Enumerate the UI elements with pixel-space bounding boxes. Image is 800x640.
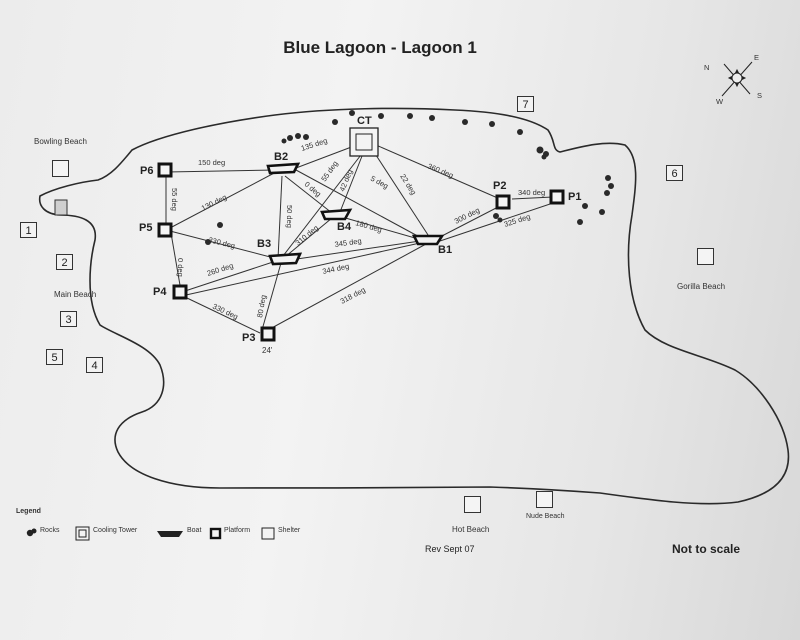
- bearing-p3-b3: 80 deg: [255, 294, 268, 318]
- bearing-p1-b1: 325 deg: [503, 212, 532, 229]
- bearing-ct-p2: 360 deg: [426, 162, 455, 181]
- route-lines: [165, 142, 557, 334]
- bearing-p4-b3: 260 deg: [206, 261, 235, 278]
- legend-boat: Boat: [187, 527, 202, 534]
- shelter-1: 1: [20, 222, 37, 238]
- bearing-b1-p3: 318 deg: [339, 285, 367, 306]
- label-p5: P5: [139, 222, 153, 234]
- shelter-hot-beach: [464, 496, 481, 513]
- bearing-p3-p4: 330 deg: [211, 302, 239, 322]
- label-gorilla-beach: Gorilla Beach: [677, 282, 726, 291]
- legend-title: Legend: [16, 508, 41, 515]
- bearing-p5-p6: 55 deg: [170, 188, 179, 211]
- boat-b3: [268, 252, 303, 266]
- boats: [266, 162, 445, 266]
- bearing-p5-b2: 130 deg: [200, 192, 228, 212]
- compass-s: S: [757, 91, 762, 100]
- compass-w: W: [716, 97, 724, 106]
- legend-shelter: Shelter: [278, 527, 301, 534]
- bearing-b4-b1: 180 deg: [354, 218, 383, 234]
- compass-n: N: [704, 63, 709, 72]
- bearing-b3-ct: 55 deg: [319, 159, 340, 183]
- shelter-5: 5: [46, 349, 63, 365]
- compass-rose: [721, 61, 753, 97]
- lagoon-shoreline: [38, 107, 790, 505]
- dock: [54, 199, 68, 216]
- label-p3: P3: [242, 332, 256, 344]
- not-to-scale: Not to scale: [672, 542, 741, 556]
- platform-p6: [157, 162, 173, 178]
- label-bowling-beach: Bowling Beach: [34, 137, 87, 146]
- label-b3: B3: [257, 238, 272, 250]
- shelter-3: 3: [60, 311, 77, 327]
- shelter-bowling-beach: [52, 160, 69, 177]
- revision-label: Rev Sept 07: [425, 544, 475, 554]
- bearing-p4-p5: 0 deg: [176, 258, 185, 277]
- depth-p3: 24': [262, 346, 273, 355]
- label-nude-beach: Nude Beach: [526, 513, 565, 520]
- boat-b4: [320, 208, 353, 221]
- platform-p1: [549, 189, 565, 205]
- label-b2: B2: [274, 151, 289, 163]
- shelter-4: 4: [86, 357, 103, 373]
- label-p2: P2: [493, 180, 507, 192]
- label-b1: B1: [438, 244, 453, 256]
- compass-e: E: [754, 53, 759, 62]
- shelter-nude-beach: [536, 491, 553, 508]
- bearing-b3-b2: 50 deg: [285, 205, 294, 228]
- cooling-tower-ct: [349, 127, 379, 157]
- bearing-b3-b4: 310 deg: [294, 223, 321, 247]
- bearing-p2-p1: 340 deg: [518, 188, 545, 197]
- shelter-7: 7: [517, 96, 534, 112]
- label-p6: P6: [140, 165, 154, 177]
- bearing-p6-b2: 150 deg: [198, 158, 225, 167]
- platform-p2: [495, 194, 511, 210]
- bearing-p5-b3: 330 deg: [208, 235, 236, 250]
- map-title: Blue Lagoon - Lagoon 1: [283, 38, 477, 57]
- platforms: [157, 162, 565, 342]
- boat-b1: [411, 234, 445, 246]
- bearing-b1-b2: 5 deg: [369, 174, 390, 191]
- bearing-b1-ct: 22 deg: [398, 172, 418, 196]
- label-p4: P4: [153, 286, 167, 298]
- shelter-6: 6: [666, 165, 683, 181]
- bearing-b3-b1: 345 deg: [334, 236, 362, 249]
- label-p1: P1: [568, 191, 582, 203]
- legend-cooling-tower: Cooling Tower: [93, 527, 138, 534]
- legend-platform: Platform: [224, 527, 251, 534]
- boat-b2: [266, 162, 301, 175]
- shelter-2: 2: [56, 254, 73, 270]
- platform-p5: [157, 222, 173, 238]
- label-main-beach: Main Beach: [54, 290, 97, 299]
- label-ct: CT: [357, 115, 372, 127]
- label-hot-beach: Hot Beach: [452, 525, 490, 534]
- legend-rocks: Rocks: [40, 527, 60, 534]
- legend-icons: [26, 526, 275, 541]
- shelter-gorilla-beach: [697, 248, 714, 265]
- rocks: [205, 110, 614, 245]
- platform-p4: [172, 284, 188, 300]
- label-b4: B4: [337, 221, 352, 233]
- platform-p3: [260, 326, 276, 342]
